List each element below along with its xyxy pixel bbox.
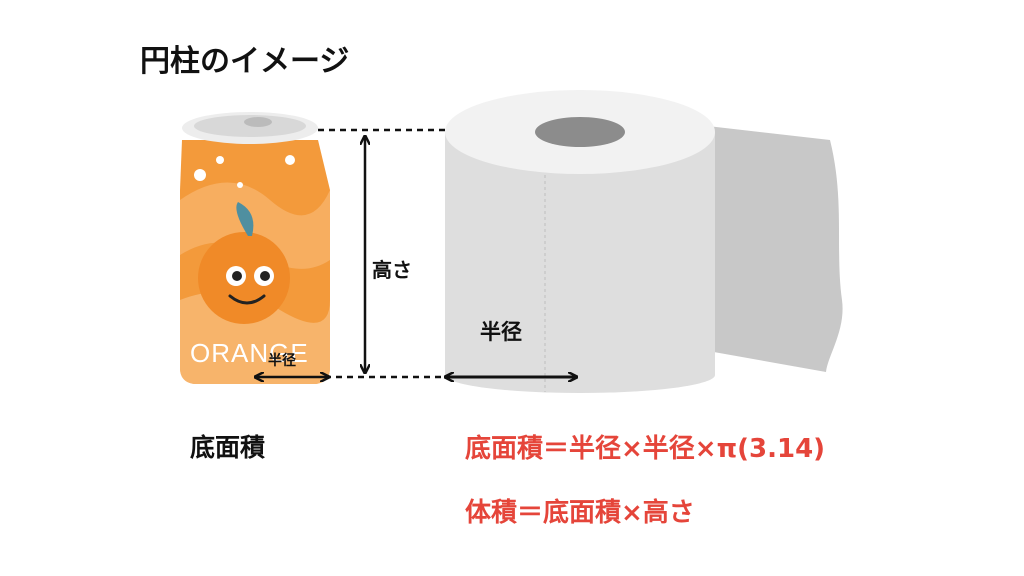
- base-area-formula: 底面積＝半径×半径×π(3.14): [465, 434, 826, 464]
- orange-can-icon: [180, 112, 330, 384]
- roll-core: [535, 117, 625, 147]
- orange-pupil: [260, 271, 270, 281]
- orange-smile: [228, 294, 266, 305]
- orange-leaf: [236, 202, 254, 236]
- can-tab: [244, 117, 272, 127]
- height-label: 高さ: [372, 258, 412, 282]
- can-bubble: [216, 156, 224, 164]
- can-wave: [180, 182, 330, 269]
- can-bubble: [237, 182, 243, 188]
- volume-formula: 体積＝底面積×高さ: [465, 498, 695, 528]
- roll-bottom: [445, 357, 715, 393]
- roll-body: [445, 132, 715, 375]
- can-brand-text: ORANGE: [190, 338, 309, 368]
- roll-radius-label: 半径: [480, 320, 522, 344]
- can-bubble: [194, 169, 206, 181]
- orange-pupil: [232, 271, 242, 281]
- can-radius-label: 半径: [268, 353, 296, 369]
- toilet-paper-roll-icon: [445, 90, 843, 393]
- base-area-label: 底面積: [190, 433, 266, 462]
- page-title: 円柱のイメージ: [140, 44, 350, 79]
- can-bubble: [285, 155, 295, 165]
